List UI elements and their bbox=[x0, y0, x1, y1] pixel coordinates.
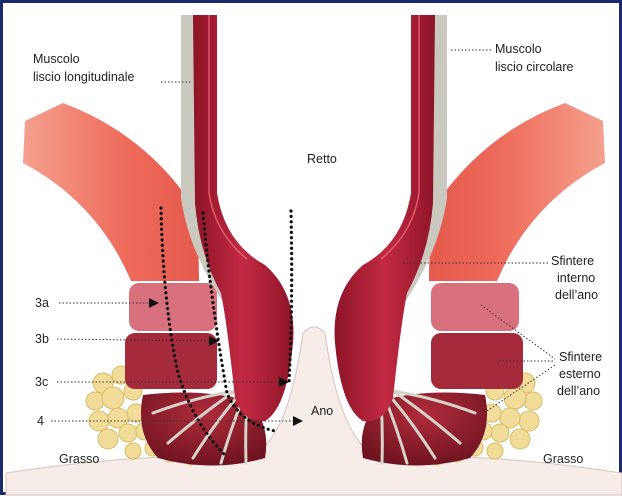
label-internal-sphincter-2: interno bbox=[557, 271, 595, 285]
ext-sphincter-deep-left bbox=[129, 283, 217, 331]
label-fat-right: Grasso bbox=[543, 452, 583, 466]
label-external-sphincter-2: esterno bbox=[559, 367, 601, 381]
label-4: 4 bbox=[37, 414, 44, 428]
label-internal-sphincter-3: dell’ano bbox=[555, 288, 598, 302]
label-anus: Ano bbox=[311, 404, 333, 418]
ext-sphincter-deep-right bbox=[431, 283, 519, 331]
rectal-wall-right bbox=[335, 15, 435, 421]
label-circular-1: Muscolo bbox=[495, 42, 542, 56]
anal-canal-diagram: Muscolo liscio longitudinale Muscolo lis… bbox=[3, 3, 622, 498]
levator-left bbox=[23, 103, 199, 281]
ext-sphincter-superficial-right bbox=[431, 333, 523, 389]
label-external-sphincter-3: dell’ano bbox=[557, 384, 600, 398]
label-rectum: Retto bbox=[307, 152, 337, 166]
label-circular-2: liscio circolare bbox=[495, 60, 574, 74]
label-external-sphincter-1: Sfintere bbox=[559, 350, 602, 364]
label-internal-sphincter-1: Sfintere bbox=[551, 254, 594, 268]
label-3b: 3b bbox=[35, 332, 49, 346]
label-3a: 3a bbox=[35, 296, 49, 310]
label-fat-left: Grasso bbox=[59, 452, 99, 466]
label-3c: 3c bbox=[35, 375, 48, 389]
label-longitudinal-1: Muscolo bbox=[33, 52, 80, 66]
label-longitudinal-2: liscio longitudinale bbox=[33, 70, 135, 84]
